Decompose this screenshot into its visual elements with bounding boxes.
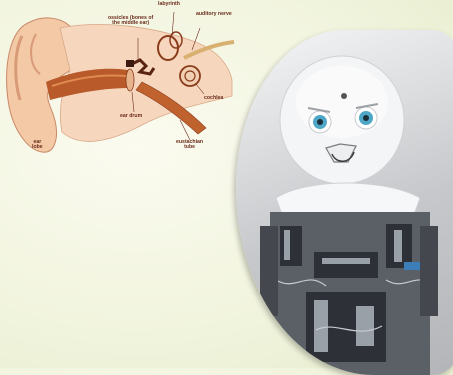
label-ear-drum: ear drum	[120, 114, 142, 119]
robot-left-arm	[260, 226, 278, 316]
ear-drum-shape	[126, 69, 134, 91]
ear-anatomy-diagram: ossicles (bones of the middle ear) labyr…	[0, 0, 240, 170]
label-auditory-nerve: auditory nerve	[196, 12, 232, 17]
robot-right-arm	[420, 226, 438, 316]
cochlea-shape	[180, 66, 200, 86]
label-cochlea: cochlea	[204, 96, 223, 101]
robot-photo	[236, 30, 453, 375]
robot-forehead-camera	[341, 93, 347, 99]
label-eustachian-tube: eustachian tube	[176, 140, 203, 151]
label-labyrinth: labyrinth	[158, 2, 180, 7]
robot-photo-frame	[236, 30, 453, 375]
label-ear-lobe: ear lobe	[32, 140, 43, 151]
label-ossicles: ossicles (bones of the middle ear)	[108, 16, 153, 27]
